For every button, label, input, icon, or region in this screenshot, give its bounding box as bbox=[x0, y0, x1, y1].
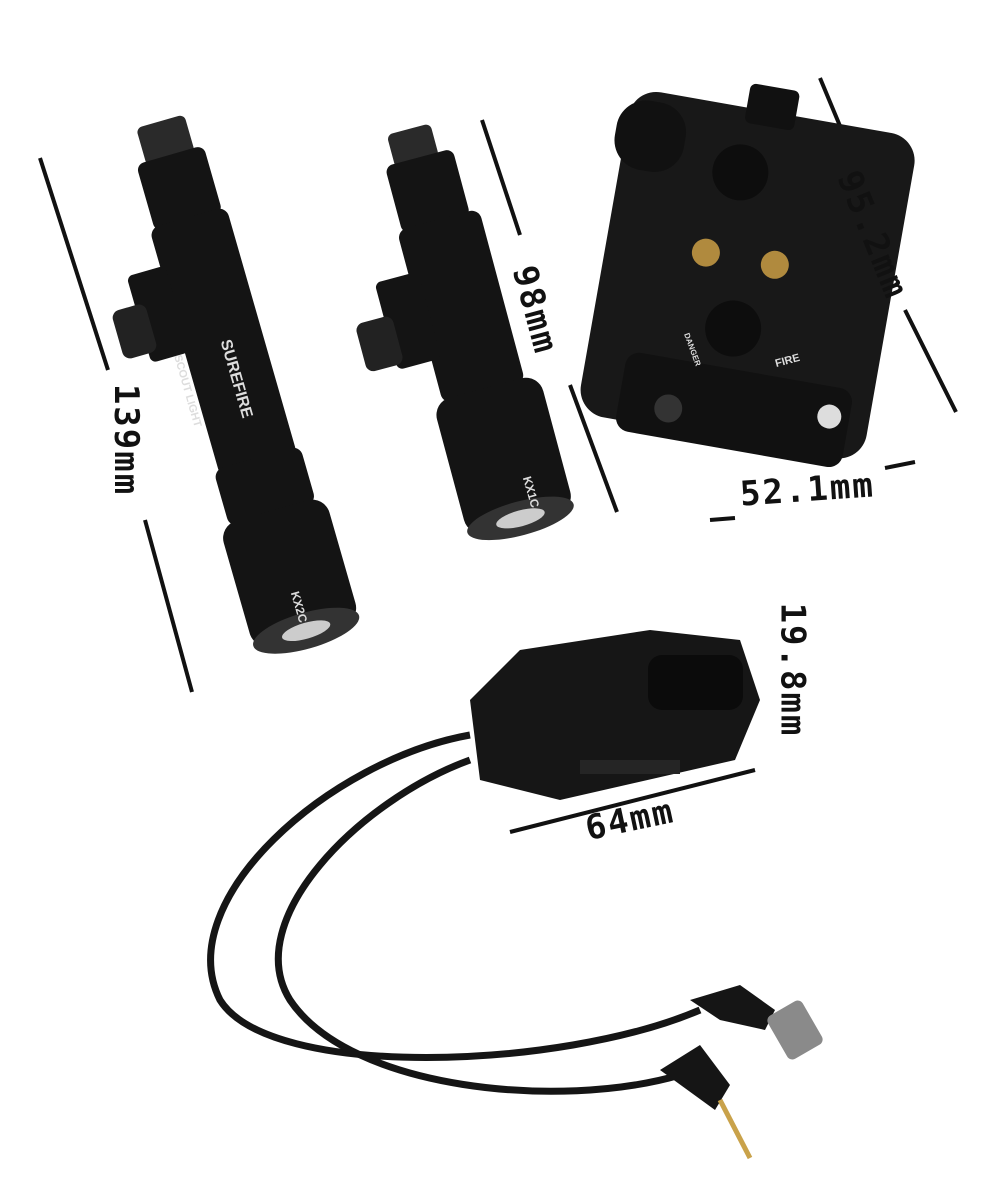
brass-knob-left bbox=[691, 238, 720, 267]
dim-line-64 bbox=[509, 768, 756, 834]
dim-line-95-bottom bbox=[903, 309, 958, 413]
dimension-label-19: 19.8mm bbox=[772, 602, 813, 738]
dimension-lines bbox=[38, 77, 958, 834]
laser-box bbox=[580, 83, 915, 468]
connector-plug bbox=[660, 1045, 753, 1160]
dimension-label-139: 139mm bbox=[106, 383, 147, 497]
dim-line-139-bottom bbox=[143, 519, 194, 693]
dim-line-98-bottom bbox=[568, 384, 619, 513]
small-flashlight bbox=[356, 124, 574, 541]
dim-line-52-right bbox=[884, 460, 916, 470]
pressure-switch bbox=[470, 630, 760, 800]
large-flashlight bbox=[112, 115, 360, 654]
cables bbox=[207, 731, 702, 1095]
connector-right bbox=[690, 985, 823, 1060]
dim-line-52-left bbox=[709, 516, 736, 522]
dim-line-139-top bbox=[38, 157, 110, 371]
brass-knob-right bbox=[760, 250, 789, 279]
dim-line-98-top bbox=[480, 119, 522, 236]
